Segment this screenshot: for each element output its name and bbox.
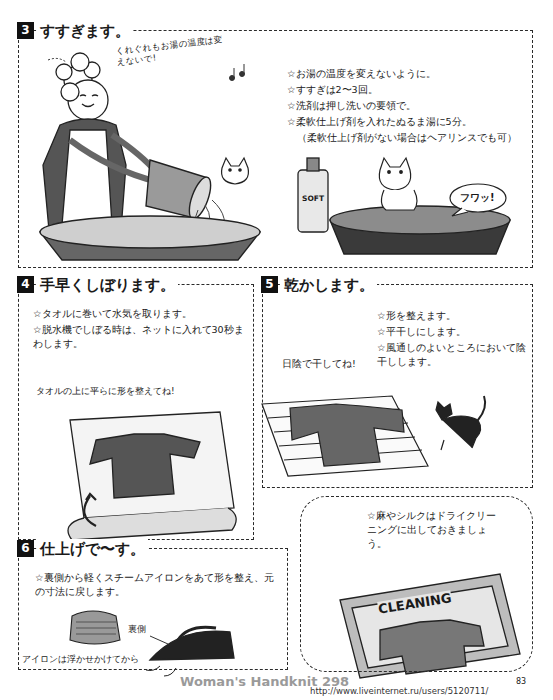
step-heading: 乾かします。	[281, 275, 377, 295]
instruction-note: ☆麻やシルクはドライクリーニングに出しておきましょう。	[367, 509, 497, 550]
rinse-basin	[330, 206, 510, 254]
instruction-note: ☆裏側から軽くスチームアイロンをあて形を整え、元の寸法に戻します。	[35, 571, 275, 599]
bucket	[146, 160, 215, 221]
annotation: 83	[516, 677, 526, 687]
cat	[222, 158, 249, 184]
step-number: 5	[261, 276, 278, 293]
instruction-note: ☆洗剤は押し洗いの要領で。	[287, 99, 525, 113]
annotation: 日陰で干してね!	[282, 358, 356, 370]
instruction-note: ☆すすぎは2〜3回。	[287, 83, 525, 97]
instruction-note: ☆風通しのよいところにおいて陰干しします。	[377, 341, 527, 369]
woman-figure	[43, 53, 158, 230]
annotation: 裏側	[128, 624, 146, 635]
step-panel: 4手早くしぼります。☆タオルに巻いて水気を取ります。☆脱水機でしぼる時は、ネット…	[18, 284, 254, 540]
annotation: SOFT	[302, 194, 324, 204]
instruction-note: ☆タオルに巻いて水気を取ります。	[33, 307, 245, 321]
knit-piece	[70, 611, 120, 644]
instruction-note: ☆形を整えます。	[377, 309, 527, 323]
step-heading: 手早くしぼります。	[37, 275, 178, 295]
step-panel: 6仕上げで〜す。☆裏側から軽くスチームアイロンをあて形を整え、元の寸法に戻します…	[18, 548, 288, 670]
drying-rack	[262, 396, 428, 476]
annotation: タオルの上に平らに形を整えてね!	[36, 386, 252, 398]
step-panel: 3すすぎます。☆お湯の温度を変えないように。☆すすぎは2〜3回。☆洗剤は押し洗い…	[18, 30, 533, 268]
towel	[68, 412, 236, 540]
leader-line	[150, 636, 168, 644]
annotation: http://www.liveinternet.ru/users/5120711…	[310, 686, 488, 697]
iron	[146, 627, 234, 676]
step-number: 3	[17, 22, 34, 39]
cleaning-bag	[340, 574, 520, 678]
softener-bottle	[298, 158, 328, 232]
cat	[379, 158, 417, 210]
step-panel: 5乾かします。☆形を整えます。☆平干しにします。☆風通しのよいところにおいて陰干…	[262, 284, 533, 488]
instruction-note: ☆お湯の温度を変えないように。	[287, 67, 525, 81]
speech-bubble	[450, 184, 506, 212]
annotation: フワッ!	[460, 191, 495, 204]
instruction-note: ☆脱水機でしぼる時は、ネットに入れて30秒まわします。	[33, 323, 245, 351]
instruction-note: ☆平干しにします。	[377, 325, 527, 339]
step-number: 6	[17, 540, 34, 557]
step-heading: すすぎます。	[37, 21, 133, 41]
annotation: アイロンは浮かせかけてから	[22, 654, 150, 665]
instruction-note: （柔軟仕上げ剤がない場合はヘアリンスでも可）	[297, 131, 525, 145]
basin	[40, 216, 260, 260]
annotation: CLEANING	[377, 590, 453, 618]
step-number: 4	[17, 276, 34, 293]
instruction-note: ☆柔軟仕上げ剤を入れたぬるま湯に5分。	[287, 115, 525, 129]
speech-tail	[452, 208, 468, 216]
step-panel: ☆麻やシルクはドライクリーニングに出しておきましょう。	[300, 496, 533, 672]
cat	[436, 396, 485, 450]
step-heading: 仕上げで〜す。	[37, 539, 148, 559]
